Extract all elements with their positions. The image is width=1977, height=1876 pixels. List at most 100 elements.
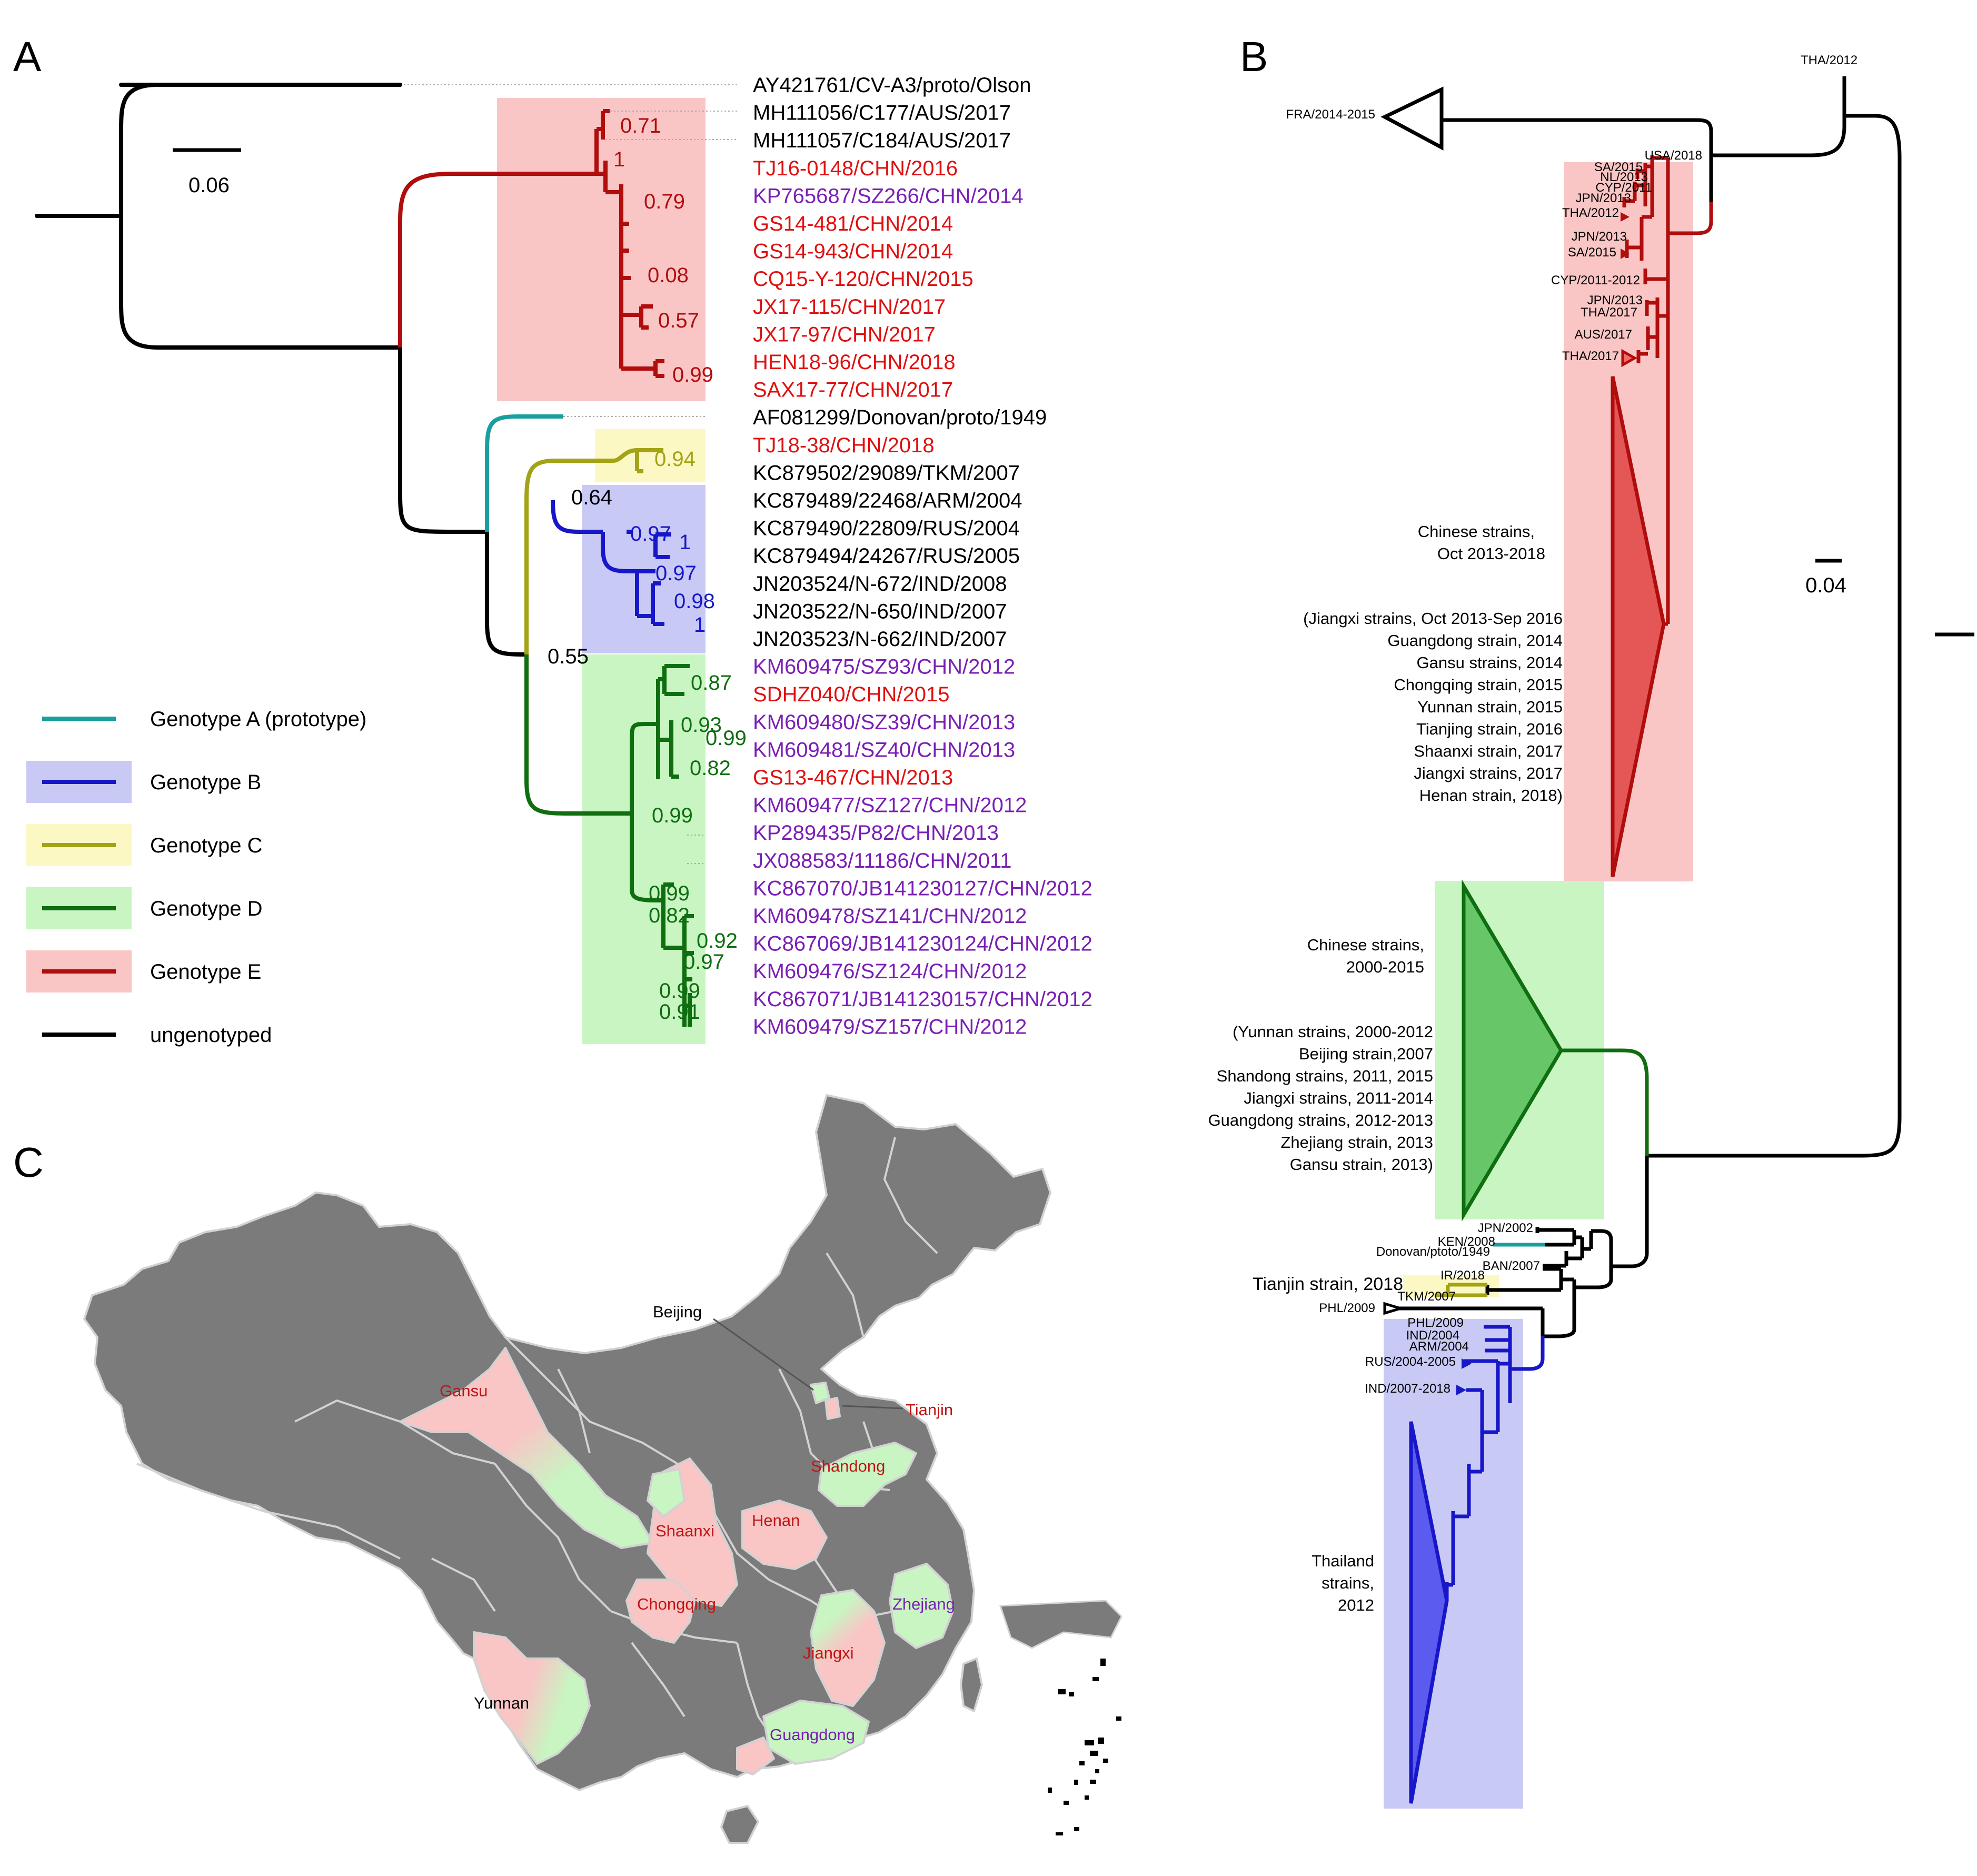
annotation-line: Gansu strains, 2014 bbox=[1417, 653, 1563, 672]
taxon-label: SDHZ040/CHN/2015 bbox=[753, 683, 950, 706]
taxon-label: GS13-467/CHN/2013 bbox=[753, 766, 953, 789]
taxon-label: TJ18-38/CHN/2018 bbox=[753, 434, 935, 457]
province-label: Jiangxi bbox=[803, 1644, 854, 1662]
province-label: Shandong bbox=[811, 1457, 885, 1475]
blue-clade-triangle bbox=[1409, 1421, 1449, 1804]
annotation-line: Guangdong strains, 2012-2013 bbox=[1208, 1111, 1433, 1129]
province-label: Yunnan bbox=[474, 1694, 529, 1712]
tree-a-genotype-a bbox=[485, 414, 563, 532]
inset-coastline bbox=[999, 1600, 1122, 1649]
annotation-line: 2012 bbox=[1338, 1596, 1374, 1614]
tianjin-leader bbox=[842, 1405, 903, 1410]
tree-b-genotype-b bbox=[1445, 1325, 1545, 1601]
annotation-line: (Yunnan strains, 2000-2012 bbox=[1233, 1023, 1433, 1041]
tip-label: KEN/2008 bbox=[1438, 1235, 1495, 1249]
taxon-label: KM609477/SZ127/CHN/2012 bbox=[753, 794, 1027, 817]
tree-b-backbone bbox=[1398, 76, 1974, 1338]
leader-lines bbox=[400, 84, 737, 864]
panel-b-letter: B bbox=[1240, 33, 1268, 80]
blue-small-triangle bbox=[1462, 1358, 1472, 1369]
tip-label: IND/2007-2018 bbox=[1365, 1382, 1451, 1396]
taxon-label: KM609481/SZ40/CHN/2013 bbox=[753, 738, 1015, 761]
red-clade-annotation: Chinese strains, Oct 2013-2018 (Jiangxi … bbox=[1303, 522, 1563, 805]
blue-small-triangle bbox=[1456, 1385, 1466, 1395]
legend-label: Genotype E bbox=[150, 960, 261, 984]
support-value: 0.98 bbox=[674, 590, 715, 613]
annotation-line: Shandong strains, 2011, 2015 bbox=[1217, 1067, 1433, 1085]
annotation-line: Henan strain, 2018) bbox=[1419, 786, 1563, 805]
annotation-line: Chinese strains, bbox=[1418, 522, 1535, 541]
taxon-label: JX17-115/CHN/2017 bbox=[753, 295, 946, 319]
tip-label: JPN/2013 bbox=[1572, 230, 1627, 244]
tip-label: CYP/2011-2012 bbox=[1551, 273, 1640, 287]
support-value: 0.71 bbox=[620, 114, 661, 137]
tree-a-genotype-c bbox=[524, 448, 663, 654]
annotation-line: Zhejiang strain, 2013 bbox=[1280, 1133, 1433, 1152]
annotation-line: Shaanxi strain, 2017 bbox=[1414, 742, 1563, 760]
taxon-label: KP765687/SZ266/CHN/2014 bbox=[753, 184, 1024, 207]
legend: Genotype A (prototype)Genotype BGenotype… bbox=[26, 708, 366, 1047]
support-value: 1 bbox=[613, 148, 625, 171]
taxon-label: KC867070/JB141230127/CHN/2012 bbox=[753, 877, 1092, 900]
taxon-label: KC879494/24267/RUS/2005 bbox=[753, 544, 1020, 568]
tip-label: JPN/2002 bbox=[1478, 1221, 1533, 1235]
fra-clade-triangle bbox=[1380, 86, 1444, 151]
taxon-label: JN203524/N-672/IND/2008 bbox=[753, 572, 1007, 595]
tip-label: THA/2012 bbox=[1801, 53, 1857, 67]
taxon-label: KM609478/SZ141/CHN/2012 bbox=[753, 905, 1027, 928]
annotation-line: 2000-2015 bbox=[1346, 958, 1424, 976]
tip-label: SA/2015 bbox=[1594, 160, 1643, 174]
province-jiangxi bbox=[810, 1589, 886, 1707]
support-value: 0.91 bbox=[659, 1000, 700, 1024]
taxon-label: KM609475/SZ93/CHN/2012 bbox=[753, 656, 1015, 679]
support-value: 0.99 bbox=[649, 882, 690, 905]
annotation-line: Oct 2013-2018 bbox=[1437, 544, 1545, 563]
tip-label: Tianjin strain, 2018 bbox=[1253, 1274, 1403, 1294]
annotation-line: Tianjing strain, 2016 bbox=[1416, 720, 1563, 738]
annotation-line: Thailand bbox=[1312, 1552, 1374, 1570]
support-value: 0.97 bbox=[630, 522, 671, 545]
tip-label: JPN/2013 bbox=[1587, 293, 1643, 307]
tip-label: RUS/2004-2005 bbox=[1365, 1355, 1456, 1369]
legend-label: ungenotyped bbox=[150, 1024, 272, 1047]
support-value: 0.97 bbox=[683, 950, 724, 974]
taxon-label: HEN18-96/CHN/2018 bbox=[753, 351, 956, 374]
tip-label: FRA/2014-2015 bbox=[1286, 107, 1375, 122]
support-value: 0.64 bbox=[571, 486, 612, 509]
tip-label: IR/2018 bbox=[1440, 1268, 1485, 1283]
tip-label: TKM/2007 bbox=[1397, 1289, 1456, 1304]
china-map bbox=[83, 1094, 1051, 1844]
red-small-triangle bbox=[1621, 212, 1630, 222]
panel-c: C bbox=[13, 1094, 1122, 1844]
tip-label: IND/2004 bbox=[1406, 1328, 1459, 1343]
taxon-label: KC867071/JB141230157/CHN/2012 bbox=[753, 988, 1092, 1011]
taxon-label: GS14-481/CHN/2014 bbox=[753, 212, 953, 235]
support-value: 0.94 bbox=[654, 448, 696, 471]
scale-label-a: 0.06 bbox=[188, 174, 230, 197]
blue-clade-annotation: Thailand strains, 2012 bbox=[1312, 1552, 1374, 1614]
support-value: 1 bbox=[694, 613, 706, 637]
annotation-line: Guangdong strain, 2014 bbox=[1387, 631, 1563, 650]
taxon-label: KC879489/22468/ARM/2004 bbox=[753, 489, 1022, 512]
province-gansu bbox=[399, 1347, 654, 1549]
province-zhejiang bbox=[889, 1563, 954, 1649]
support-value: 0.93 bbox=[681, 713, 722, 737]
taxon-label: JX088583/11186/CHN/2011 bbox=[753, 849, 1011, 872]
tree-a-genotype-e bbox=[398, 109, 664, 378]
support-value: 0.79 bbox=[644, 190, 685, 213]
tree-a-genotype-d bbox=[524, 654, 694, 1027]
annotation-line: (Jiangxi strains, Oct 2013-Sep 2016 bbox=[1303, 609, 1563, 628]
annotation-line: Chinese strains, bbox=[1307, 936, 1424, 954]
tip-label: Donovan/ptoto/1949 bbox=[1376, 1245, 1490, 1259]
taxon-label: KM609476/SZ124/CHN/2012 bbox=[753, 960, 1027, 983]
taxon-label: KC879490/22809/RUS/2004 bbox=[753, 517, 1020, 540]
province-shandong bbox=[818, 1442, 917, 1507]
annotation-line: Yunnan strain, 2015 bbox=[1417, 698, 1563, 716]
panel-a: A bbox=[13, 33, 1092, 1047]
annotation-line: Jiangxi strains, 2011-2014 bbox=[1244, 1089, 1433, 1107]
panel-b: B bbox=[1208, 33, 1974, 1809]
support-value: 0.99 bbox=[652, 804, 693, 827]
legend-label: Genotype B bbox=[150, 771, 261, 794]
province-label: Shaanxi bbox=[655, 1522, 714, 1540]
